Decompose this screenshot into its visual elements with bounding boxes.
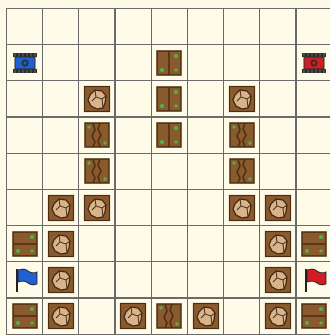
board-cell[interactable] [151,8,188,45]
board-cell[interactable] [6,117,43,154]
rock-icon [83,194,111,222]
cracked-wood-icon [228,157,256,185]
board-cell[interactable] [296,80,330,117]
rock-icon [47,230,75,258]
rock-icon [47,266,75,294]
red-flag-icon [300,266,328,294]
board-cell[interactable] [115,117,152,154]
board-cell[interactable] [187,44,224,81]
board-cell[interactable] [115,261,152,298]
board-cell[interactable] [151,153,188,190]
wood-block-icon [11,230,39,258]
board-cell[interactable] [296,153,330,190]
rock-icon [264,230,292,258]
cracked-wood-icon [155,302,183,330]
wood-block-icon [155,49,183,77]
rock-icon [264,302,292,330]
board-cell[interactable] [187,153,224,190]
board-cell[interactable] [115,225,152,262]
board-cell[interactable] [42,153,79,190]
board-cell[interactable] [187,80,224,117]
board-cell[interactable] [223,225,260,262]
wood-block-icon [155,85,183,113]
board-cell[interactable] [6,8,43,45]
board-cell[interactable] [78,225,115,262]
board-cell[interactable] [259,80,296,117]
board-cell[interactable] [296,117,330,154]
blue-tank-icon[interactable] [11,49,39,77]
wood-block-icon [300,302,328,330]
board-cell[interactable] [115,8,152,45]
board-cell[interactable] [78,298,115,335]
board-cell[interactable] [223,44,260,81]
board-cell[interactable] [296,8,330,45]
board-cell[interactable] [187,117,224,154]
board-cell[interactable] [42,80,79,117]
board-cell[interactable] [259,117,296,154]
board-cell[interactable] [42,117,79,154]
board-cell[interactable] [115,80,152,117]
rock-icon [47,302,75,330]
board-cell[interactable] [187,189,224,226]
rock-icon [192,302,220,330]
wood-block-icon [300,230,328,258]
blue-flag-icon [11,266,39,294]
rock-icon [228,194,256,222]
board-cell[interactable] [187,8,224,45]
rock-icon [228,85,256,113]
red-tank-icon[interactable] [300,49,328,77]
board-cell[interactable] [187,225,224,262]
rock-icon [47,194,75,222]
wood-block-icon [11,302,39,330]
board-cell[interactable] [259,153,296,190]
board-cell[interactable] [151,225,188,262]
board-cell[interactable] [151,261,188,298]
board-cell[interactable] [115,189,152,226]
board-cell[interactable] [223,261,260,298]
board-cell[interactable] [223,298,260,335]
cracked-wood-icon [228,121,256,149]
rock-icon [83,85,111,113]
board-cell[interactable] [6,80,43,117]
cracked-wood-icon [83,121,111,149]
board-cell[interactable] [42,44,79,81]
board-cell[interactable] [78,8,115,45]
board-cell[interactable] [151,189,188,226]
rock-icon [119,302,147,330]
board-cell[interactable] [187,261,224,298]
board-cell[interactable] [78,261,115,298]
board-cell[interactable] [259,44,296,81]
rock-icon [264,266,292,294]
board-cell[interactable] [115,153,152,190]
board-cell[interactable] [223,8,260,45]
board-cell[interactable] [6,189,43,226]
board-cell[interactable] [259,8,296,45]
wood-block-icon [155,121,183,149]
board-cell[interactable] [78,44,115,81]
board-cell[interactable] [296,189,330,226]
cracked-wood-icon [83,157,111,185]
board-cell[interactable] [42,8,79,45]
board-cell[interactable] [115,44,152,81]
rock-icon [264,194,292,222]
board-cell[interactable] [6,153,43,190]
